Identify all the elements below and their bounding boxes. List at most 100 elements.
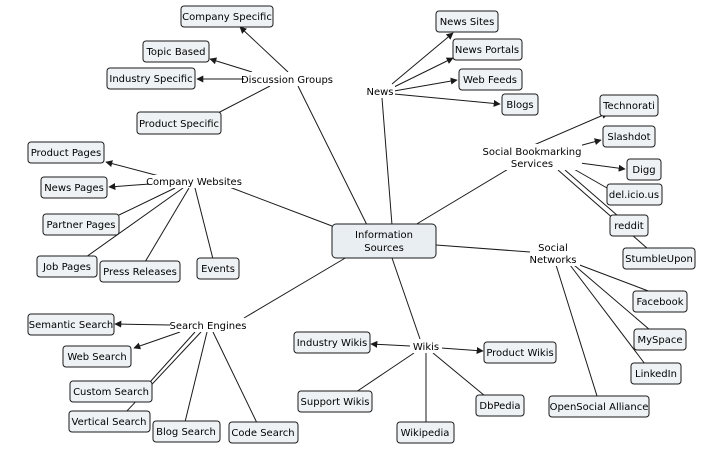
hub-wikis[interactable]: Wikis: [413, 342, 439, 353]
edge-center-company: [223, 184, 333, 227]
node-custom-search[interactable]: Custom Search: [69, 380, 153, 403]
node-facebook-label: Facebook: [637, 297, 684, 308]
node-news-pages[interactable]: News Pages: [40, 176, 108, 199]
node-blogs[interactable]: Blogs: [501, 93, 539, 116]
hub-news[interactable]: News: [366, 87, 393, 98]
edge-center-discussion: [297, 85, 368, 226]
node-product-specific-label: Product Specific: [139, 119, 219, 130]
hub-labels: Discussion Groups News Social Bookmarkin…: [146, 72, 582, 353]
node-web-feeds-label: Web Feeds: [463, 75, 517, 86]
node-news-portals[interactable]: News Portals: [452, 38, 523, 61]
connections: [85, 26, 652, 424]
node-partner-pages-label: Partner Pages: [47, 220, 116, 231]
hub-social-networks-line2[interactable]: Networks: [530, 255, 577, 266]
node-stumbleupon[interactable]: StumbleUpon: [622, 247, 696, 270]
node-industry-wikis[interactable]: Industry Wikis: [293, 331, 371, 354]
node-reddit[interactable]: reddit: [609, 214, 649, 237]
node-news-pages-label: News Pages: [44, 183, 104, 194]
node-industry-wikis-label: Industry Wikis: [297, 338, 368, 349]
node-stumbleupon-label: StumbleUpon: [625, 254, 693, 265]
node-product-pages-label: Product Pages: [31, 148, 102, 159]
node-facebook[interactable]: Facebook: [632, 290, 688, 313]
node-myspace[interactable]: MySpace: [633, 328, 687, 351]
edge-se-custom: [149, 331, 196, 383]
edge-news-blogs: [393, 93, 501, 107]
leaf-nodes: Company Specific Topic Based Industry Sp…: [27, 5, 696, 444]
edge-sb-delicious: [571, 167, 608, 189]
node-digg[interactable]: Digg: [626, 158, 662, 181]
edge-center-wikis: [391, 257, 421, 340]
edge-news-sites: [391, 32, 454, 85]
edge-sn-facebook: [576, 263, 652, 293]
node-custom-search-label: Custom Search: [73, 387, 149, 398]
node-reddit-label: reddit: [614, 221, 644, 232]
hub-social-bookmarking-line1[interactable]: Social Bookmarking: [483, 147, 582, 158]
hub-company-websites[interactable]: Company Websites: [146, 177, 242, 188]
node-industry-specific[interactable]: Industry Specific: [106, 67, 196, 90]
node-support-wikis[interactable]: Support Wikis: [297, 390, 373, 413]
node-partner-pages[interactable]: Partner Pages: [42, 213, 120, 236]
edge-center-social: [435, 244, 531, 253]
hub-search-engines[interactable]: Search Engines: [169, 321, 246, 332]
edge-sn-opensocial: [555, 264, 598, 397]
edge-dg-company: [239, 26, 289, 73]
edge-se-web: [133, 331, 181, 350]
hub-social-bookmarking-line2[interactable]: Services: [511, 159, 553, 170]
node-opensocial-alliance-label: OpenSocial Alliance: [550, 402, 649, 413]
node-technorati[interactable]: Technorati: [599, 94, 659, 117]
node-product-specific[interactable]: Product Specific: [136, 111, 222, 135]
node-blogs-label: Blogs: [506, 100, 533, 111]
center-label-line1: Information: [355, 230, 413, 241]
node-web-search-label: Web Search: [67, 352, 126, 363]
node-wikipedia-label: Wikipedia: [401, 428, 450, 439]
edge-sb-reddit: [564, 169, 619, 217]
node-product-wikis[interactable]: Product Wikis: [483, 341, 557, 364]
hub-social-networks-line1[interactable]: Social: [538, 243, 568, 254]
node-dbpedia[interactable]: DbPedia: [475, 394, 525, 417]
node-events-label: Events: [201, 264, 235, 275]
edge-sb-digg: [579, 162, 626, 172]
edge-sn-linkedin: [569, 264, 646, 365]
node-press-releases[interactable]: Press Releases: [99, 260, 181, 283]
node-events[interactable]: Events: [196, 257, 240, 280]
edge-sn-myspace: [573, 264, 651, 331]
node-product-pages[interactable]: Product Pages: [27, 141, 105, 164]
node-technorati-label: Technorati: [602, 101, 655, 112]
edge-dg-topic: [209, 57, 253, 73]
edge-cw-news: [108, 183, 151, 191]
center-node[interactable]: Information Sources: [331, 223, 437, 259]
node-news-sites-label: News Sites: [440, 17, 495, 28]
node-blog-search[interactable]: Blog Search: [152, 420, 221, 443]
edge-se-code: [212, 331, 258, 424]
node-job-pages[interactable]: Job Pages: [36, 255, 98, 278]
node-linkedin[interactable]: LinkedIn: [630, 362, 682, 385]
edge-cw-product: [105, 160, 164, 178]
node-opensocial-alliance[interactable]: OpenSocial Alliance: [548, 395, 650, 418]
edge-center-news: [381, 97, 393, 226]
node-news-sites[interactable]: News Sites: [435, 10, 499, 33]
node-code-search[interactable]: Code Search: [228, 421, 299, 444]
node-vertical-search-label: Vertical Search: [72, 417, 147, 428]
node-wikipedia[interactable]: Wikipedia: [396, 421, 455, 444]
node-industry-specific-label: Industry Specific: [109, 74, 192, 85]
edge-cw-press: [144, 187, 190, 263]
edge-cw-partner: [118, 187, 176, 216]
node-semantic-search-label: Semantic Search: [29, 320, 113, 331]
node-linkedin-label: LinkedIn: [635, 369, 677, 380]
node-topic-based-label: Topic Based: [145, 47, 205, 58]
edge-wk-dbpedia: [432, 352, 486, 397]
node-vertical-search[interactable]: Vertical Search: [68, 410, 151, 433]
node-topic-based[interactable]: Topic Based: [142, 40, 210, 63]
node-semantic-search[interactable]: Semantic Search: [27, 313, 115, 336]
node-company-specific-label: Company Specific: [182, 12, 272, 23]
node-web-feeds[interactable]: Web Feeds: [458, 68, 523, 91]
node-delicious[interactable]: del.icio.us: [606, 183, 663, 206]
node-company-specific[interactable]: Company Specific: [180, 5, 274, 28]
edge-wk-support: [355, 352, 415, 393]
node-slashdot[interactable]: Slashdot: [602, 125, 656, 148]
hub-discussion-groups[interactable]: Discussion Groups: [241, 75, 333, 86]
edge-news-portals: [393, 57, 454, 88]
node-web-search[interactable]: Web Search: [62, 345, 132, 368]
edge-wk-industry: [370, 340, 411, 348]
